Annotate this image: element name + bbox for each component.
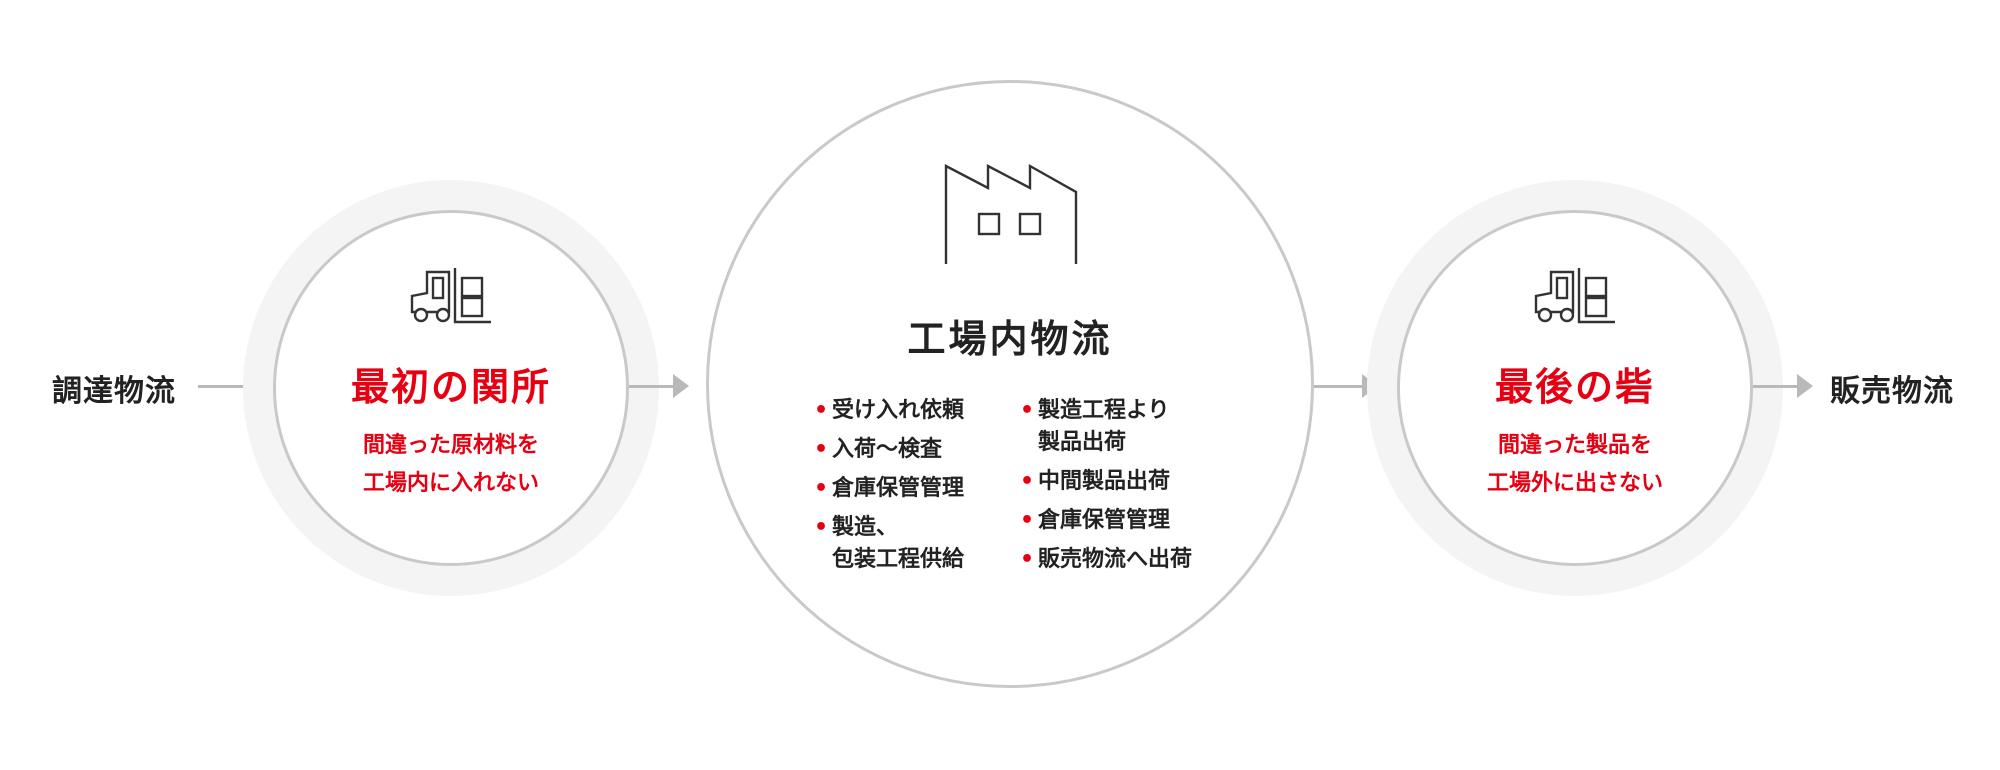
stage1-desc-line1: 間違った原材料を [362, 433, 539, 458]
list-item: •入荷〜検査 [814, 434, 964, 466]
bullet-icon: • [1020, 398, 1035, 423]
flow-arrow [1753, 374, 1813, 398]
stage2-title: 工場内物流 [907, 317, 1113, 361]
list-item: •倉庫保管管理 [814, 473, 964, 505]
start-label: 調達物流 [52, 374, 176, 409]
stage1-title: 最初の関所 [350, 365, 551, 409]
factory-icon [944, 162, 1080, 266]
stage3-desc-line1: 間違った製品を [1497, 433, 1652, 458]
bullet-icon: • [814, 476, 829, 501]
forklift-icon [1533, 266, 1617, 326]
stage1-desc-line2: 工場内に入れない [362, 471, 539, 496]
list-item: •受け入れ依頼 [814, 395, 964, 427]
stage2-circle [706, 80, 1314, 688]
list-item: •製造工程より製品出荷 [1020, 395, 1192, 459]
list-item: •倉庫保管管理 [1020, 505, 1192, 537]
bullet-icon: • [814, 398, 829, 423]
list-item: •製造、包装工程供給 [814, 512, 964, 576]
stage2-list-right: •製造工程より製品出荷 •中間製品出荷 •倉庫保管管理 •販売物流へ出荷 [1020, 395, 1192, 583]
flow-arrow [629, 374, 691, 398]
bullet-icon: • [814, 515, 829, 540]
stage3-circle [1397, 210, 1753, 566]
end-label: 販売物流 [1830, 374, 1954, 409]
forklift-icon [409, 266, 493, 326]
stage3-desc-line2: 工場外に出さない [1486, 471, 1663, 496]
stage1-circle [273, 210, 629, 566]
list-item: •中間製品出荷 [1020, 466, 1192, 498]
stage2-list-left: •受け入れ依頼 •入荷〜検査 •倉庫保管管理 •製造、包装工程供給 [814, 395, 964, 583]
stage3-title: 最後の砦 [1494, 365, 1655, 409]
bullet-icon: • [1020, 469, 1035, 494]
bullet-icon: • [1020, 508, 1035, 533]
list-item: •販売物流へ出荷 [1020, 544, 1192, 576]
bullet-icon: • [814, 437, 829, 462]
bullet-icon: • [1020, 547, 1035, 572]
